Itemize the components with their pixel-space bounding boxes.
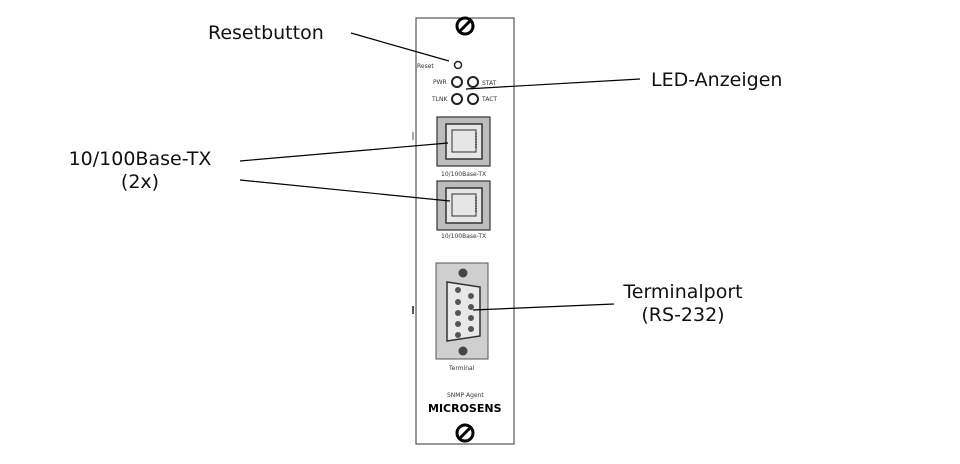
led-tlnk [451,93,463,105]
led-pwr-label: PWR [433,79,447,86]
db9-terminal-port [435,262,489,360]
led-tact [467,93,479,105]
port1-label: 10/100Base-TX [441,171,486,178]
terminal-callout-line1: Terminalport [623,281,743,303]
reset-callout: Resetbutton [208,22,324,44]
port2-label: 10/100Base-TX [441,233,486,240]
front-panel [415,17,515,445]
reset-leader-line [350,32,450,62]
top-screw-icon [455,16,475,36]
led-stat [467,76,479,88]
ethernet-leader-line-2 [239,179,451,202]
reset-label: Reset [417,63,434,70]
ethernet-callout-line1: 10/100Base-TX [68,148,212,170]
led-callout: LED-Anzeigen [651,69,783,91]
reset-button [453,60,463,70]
rj45-port-1 [436,116,491,167]
product-label: SNMP Agent [447,392,484,399]
ethernet-leader-line-1 [239,142,449,162]
terminal-leader-line [472,303,615,311]
terminal-label: Terminal [448,365,475,372]
terminal-callout-line2: (RS-232) [641,304,725,326]
led-pwr [451,76,463,88]
led-tlnk-label: TLNK [431,96,448,103]
ethernet-callout-line2: (2x) [120,171,160,193]
ethernet-callout: 10/100Base-TX (2x) [55,148,225,194]
led-leader-line [465,78,641,90]
bottom-screw-icon [455,423,475,443]
terminal-callout: Terminalport (RS-232) [608,281,758,327]
led-tact-label: TACT [481,96,497,103]
led-stat-label: STAT [482,80,497,87]
rj45-port-2 [436,180,491,231]
brand-logo: MICROSENS [428,402,502,415]
